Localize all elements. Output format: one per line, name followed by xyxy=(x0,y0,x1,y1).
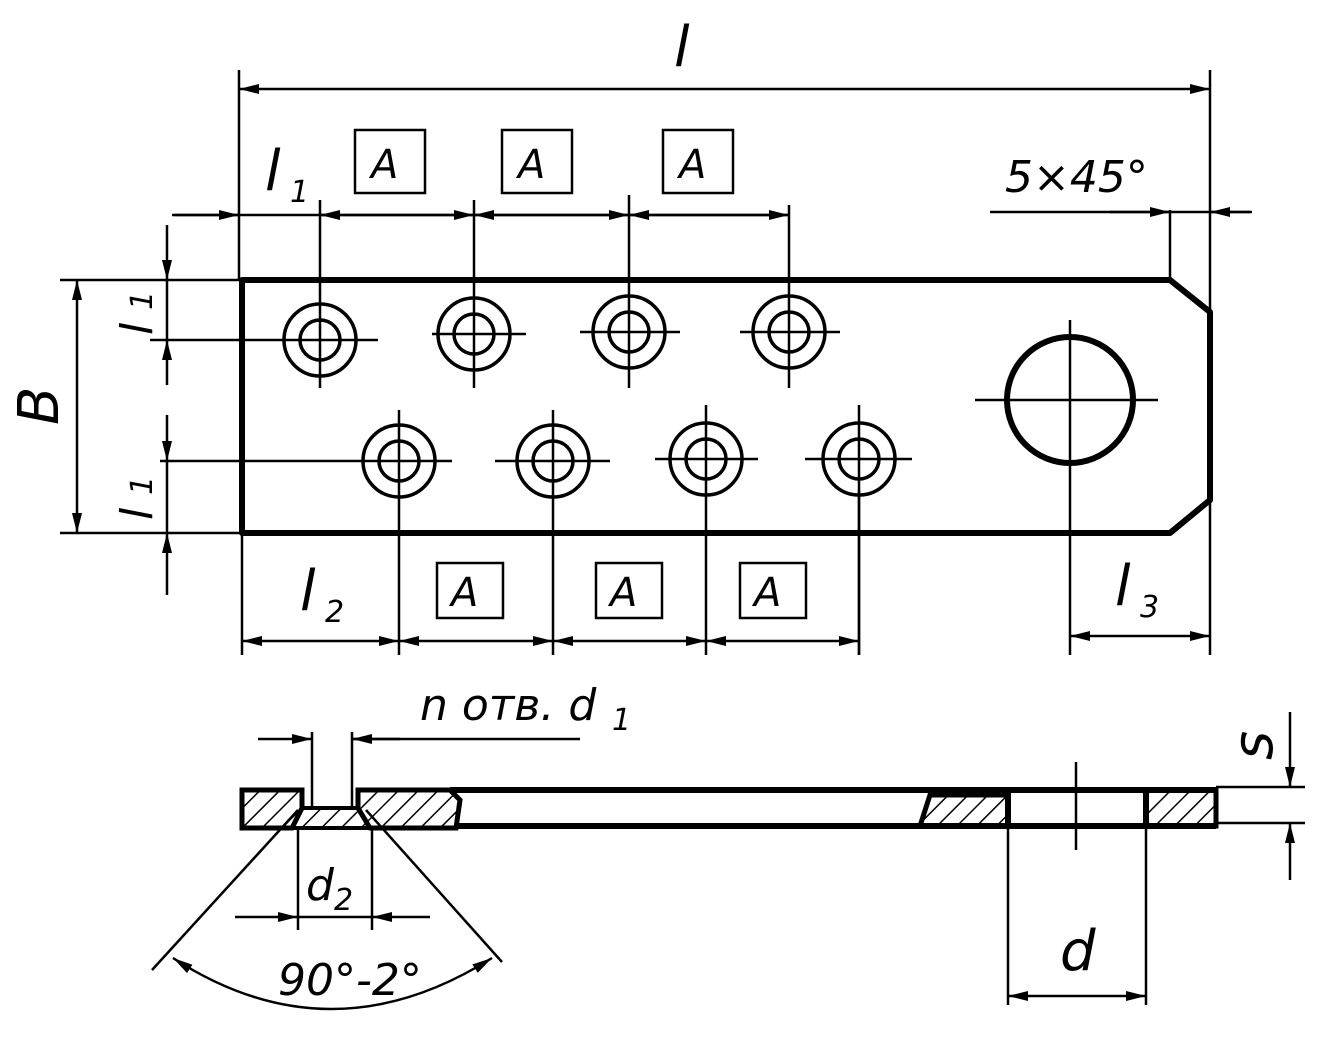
chamfer-dimension: 5×45° xyxy=(990,152,1252,280)
length-label: l xyxy=(674,15,690,80)
pitch-label: A xyxy=(676,142,706,188)
thickness-label: s xyxy=(1221,731,1286,760)
countersunk-hole xyxy=(160,410,452,655)
big-hole-dimension: d xyxy=(1006,762,1148,1005)
countersink-dimension: d 2 90°-2° xyxy=(151,809,503,1011)
hatched-section-right-2 xyxy=(1143,787,1219,829)
l1-upper-label: l xyxy=(112,322,163,335)
holes-note-subscript: 1 xyxy=(612,703,631,738)
pitch-box: A xyxy=(738,561,808,620)
upper-hole-row xyxy=(265,195,840,388)
width-dimension: B xyxy=(7,278,242,535)
holes-note-label: n отв. d xyxy=(420,680,597,731)
countersunk-hole xyxy=(495,410,610,655)
l1-vertical-dimensions: l 1 l 1 xyxy=(112,225,265,595)
hatched-section-left-2 xyxy=(355,787,463,831)
pitch-label: A xyxy=(515,142,545,188)
l1-lower-label: l xyxy=(112,507,163,520)
big-hole-label: d xyxy=(1060,919,1096,984)
l2-label: l xyxy=(300,559,316,624)
pitch-label: A xyxy=(607,570,637,616)
pitch-box: A xyxy=(661,128,735,195)
countersink-angle-label: 90°-2° xyxy=(278,955,422,1006)
thickness-dimension: s xyxy=(1216,712,1305,880)
l1-lower-subscript: 1 xyxy=(125,476,160,495)
l1-top-label: l xyxy=(265,139,281,204)
pitch-label: A xyxy=(368,142,398,188)
top-pitch-dimensions: l 1 A A A xyxy=(172,128,790,220)
overall-length-dimension: l xyxy=(237,15,1212,312)
l1-top-subscript: 1 xyxy=(290,175,309,210)
countersunk-hole xyxy=(740,205,840,388)
width-label: B xyxy=(7,387,72,425)
d1-dimension: n отв. d 1 xyxy=(258,680,631,808)
d2-label: d xyxy=(306,860,335,911)
l2-subscript: 2 xyxy=(325,595,344,630)
hatched-section-right-1 xyxy=(916,792,1011,829)
section-view: n отв. d 1 d 2 90°-2° d xyxy=(151,680,1305,1011)
pitch-box: A xyxy=(500,128,574,195)
l3-subscript: 3 xyxy=(1140,590,1159,625)
l1-upper-subscript: 1 xyxy=(125,291,160,310)
countersink-region xyxy=(288,806,374,830)
chamfer-label: 5×45° xyxy=(1005,152,1148,203)
pitch-label: A xyxy=(751,570,781,616)
plan-view: l l 1 A A A xyxy=(7,15,1252,655)
countersunk-hole xyxy=(580,195,680,388)
bottom-pitch-dimensions: l 2 A A A xyxy=(240,490,861,655)
pitch-box: A xyxy=(594,561,664,620)
large-hole xyxy=(975,320,1158,655)
l3-label: l xyxy=(1115,554,1131,619)
countersunk-hole xyxy=(265,200,378,388)
pitch-box: A xyxy=(353,128,427,195)
d2-subscript: 2 xyxy=(334,883,353,918)
countersunk-hole xyxy=(655,405,758,655)
l3-dimension: l 3 xyxy=(1070,500,1212,655)
pitch-box: A xyxy=(435,561,505,620)
pitch-label: A xyxy=(448,570,478,616)
countersunk-hole xyxy=(432,200,526,388)
